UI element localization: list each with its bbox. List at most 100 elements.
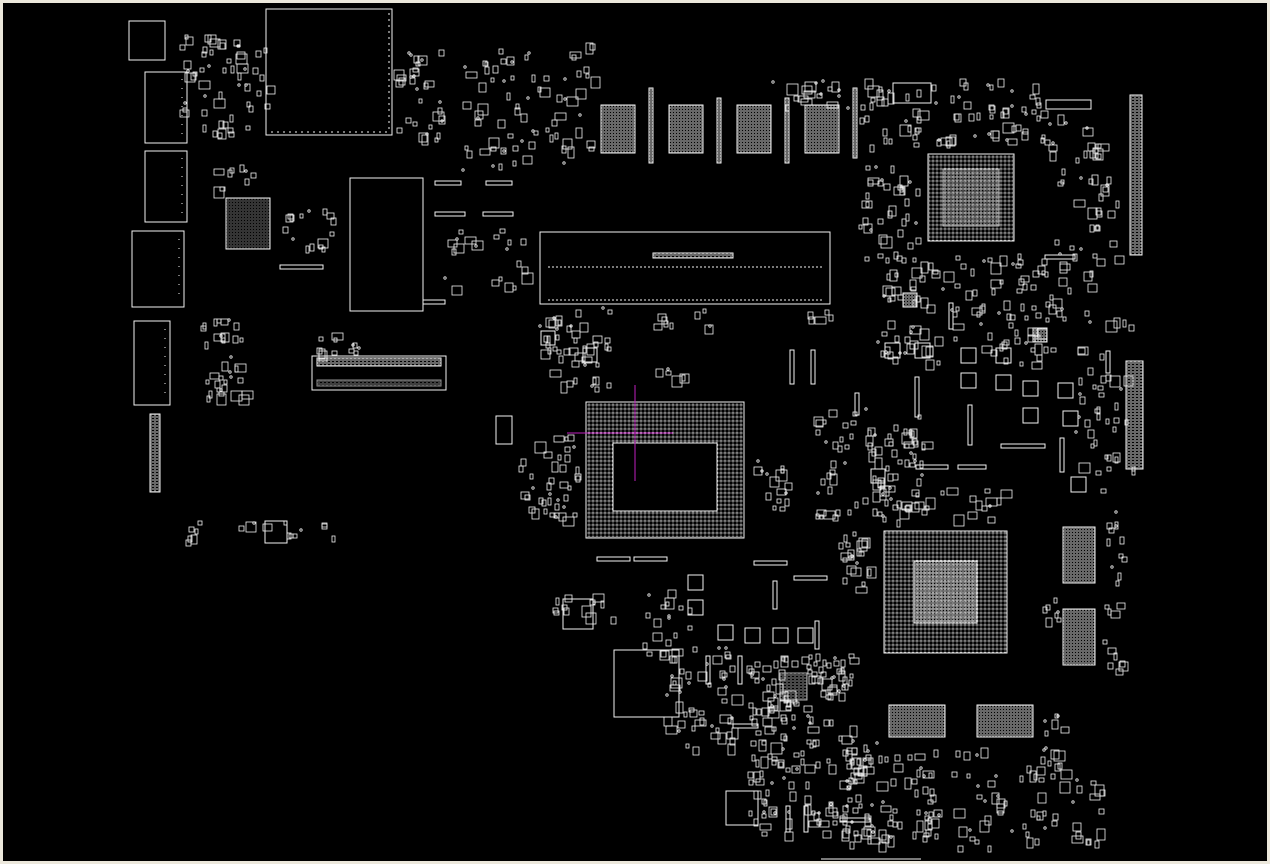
passive-part[interactable] xyxy=(1090,780,1097,786)
passive-part[interactable] xyxy=(1014,337,1021,345)
passive-part[interactable] xyxy=(888,441,894,447)
passive-part[interactable] xyxy=(299,213,304,219)
passive-part[interactable] xyxy=(1017,253,1022,260)
passive-part[interactable] xyxy=(785,104,790,112)
passive-part[interactable] xyxy=(897,459,903,465)
passive-part[interactable] xyxy=(1059,263,1071,271)
passive-part[interactable] xyxy=(1050,347,1057,353)
passive-part[interactable] xyxy=(887,351,894,360)
passive-part[interactable] xyxy=(500,58,507,65)
passive-part[interactable] xyxy=(755,759,760,768)
passive-part[interactable] xyxy=(976,311,981,318)
passive-part[interactable] xyxy=(800,758,805,766)
passive-part[interactable] xyxy=(692,746,700,756)
passive-part[interactable] xyxy=(1109,240,1118,248)
passive-part[interactable] xyxy=(931,84,937,92)
passive-part[interactable] xyxy=(549,369,562,378)
passive-part[interactable] xyxy=(205,379,210,385)
passive-part[interactable] xyxy=(1087,283,1098,293)
passive-part[interactable] xyxy=(788,781,795,790)
passive-part[interactable] xyxy=(555,334,560,341)
passive-part[interactable] xyxy=(990,279,1002,289)
passive-part[interactable] xyxy=(897,821,903,830)
passive-part[interactable] xyxy=(954,283,961,289)
passive-part[interactable] xyxy=(922,770,935,779)
passive-part[interactable] xyxy=(1030,347,1036,353)
passive-part[interactable] xyxy=(712,655,723,665)
passive-part[interactable] xyxy=(204,341,209,350)
passive-part[interactable] xyxy=(893,186,906,196)
passive-part[interactable] xyxy=(920,261,929,274)
passive-part[interactable] xyxy=(490,146,497,152)
passive-part[interactable] xyxy=(1031,305,1037,311)
passive-part[interactable] xyxy=(547,497,552,506)
passive-part[interactable] xyxy=(569,51,582,59)
passive-part[interactable] xyxy=(773,705,779,711)
passive-part[interactable] xyxy=(1078,377,1083,386)
passive-part[interactable] xyxy=(871,448,877,457)
passive-part[interactable] xyxy=(775,469,788,482)
passive-part[interactable] xyxy=(773,660,779,669)
passive-part[interactable] xyxy=(915,295,921,303)
passive-part[interactable] xyxy=(1093,439,1098,447)
passive-part[interactable] xyxy=(970,268,975,277)
passive-part[interactable] xyxy=(878,841,887,853)
passive-part[interactable] xyxy=(1118,661,1129,672)
passive-part[interactable] xyxy=(867,177,880,185)
passive-part[interactable] xyxy=(1009,314,1016,321)
passive-part[interactable] xyxy=(989,105,996,114)
passive-part[interactable] xyxy=(1128,324,1135,332)
passive-part[interactable] xyxy=(604,343,609,351)
passive-part[interactable] xyxy=(1045,317,1050,323)
passive-part[interactable] xyxy=(659,650,670,661)
passive-part[interactable] xyxy=(889,269,898,282)
passive-part[interactable] xyxy=(592,593,605,603)
passive-part[interactable] xyxy=(904,777,912,790)
passive-part[interactable] xyxy=(830,460,837,469)
passive-part[interactable] xyxy=(922,835,928,843)
passive-part[interactable] xyxy=(1026,837,1034,849)
passive-part[interactable] xyxy=(545,127,550,133)
passive-part[interactable] xyxy=(912,299,917,308)
passive-part[interactable] xyxy=(821,678,833,691)
passive-part[interactable] xyxy=(488,137,500,149)
passive-part[interactable] xyxy=(568,347,579,356)
passive-part[interactable] xyxy=(689,709,698,718)
passive-part[interactable] xyxy=(867,85,880,98)
passive-part[interactable] xyxy=(1072,253,1078,262)
passive-part[interactable] xyxy=(555,315,563,327)
passive-part[interactable] xyxy=(216,387,221,393)
passive-part[interactable] xyxy=(497,119,506,129)
passive-part[interactable] xyxy=(904,505,911,512)
passive-part[interactable] xyxy=(564,446,571,453)
passive-part[interactable] xyxy=(677,720,686,729)
passive-part[interactable] xyxy=(816,93,823,99)
passive-part[interactable] xyxy=(917,110,930,121)
passive-part[interactable] xyxy=(200,325,207,332)
passive-part[interactable] xyxy=(1100,488,1107,494)
passive-part[interactable] xyxy=(827,486,833,495)
passive-part[interactable] xyxy=(479,148,491,156)
passive-part[interactable] xyxy=(1050,773,1056,780)
passive-part[interactable] xyxy=(567,146,575,159)
passive-part[interactable] xyxy=(891,449,898,458)
passive-part[interactable] xyxy=(1117,572,1122,581)
passive-part[interactable] xyxy=(1077,347,1086,355)
passive-part[interactable] xyxy=(824,309,830,316)
passive-part[interactable] xyxy=(606,346,612,352)
passive-part[interactable] xyxy=(221,361,229,372)
passive-part[interactable] xyxy=(907,125,912,133)
passive-part[interactable] xyxy=(1092,253,1098,259)
passive-part[interactable] xyxy=(813,661,818,667)
passive-part[interactable] xyxy=(554,132,559,140)
passive-part[interactable] xyxy=(515,103,520,110)
passive-part[interactable] xyxy=(868,451,876,463)
passive-part[interactable] xyxy=(1045,604,1051,611)
passive-part[interactable] xyxy=(1031,109,1037,115)
passive-part[interactable] xyxy=(462,101,472,110)
passive-part[interactable] xyxy=(244,178,250,186)
passive-part[interactable] xyxy=(893,424,899,432)
passive-part[interactable] xyxy=(348,348,355,354)
passive-part[interactable] xyxy=(214,380,221,389)
passive-part[interactable] xyxy=(409,68,420,77)
